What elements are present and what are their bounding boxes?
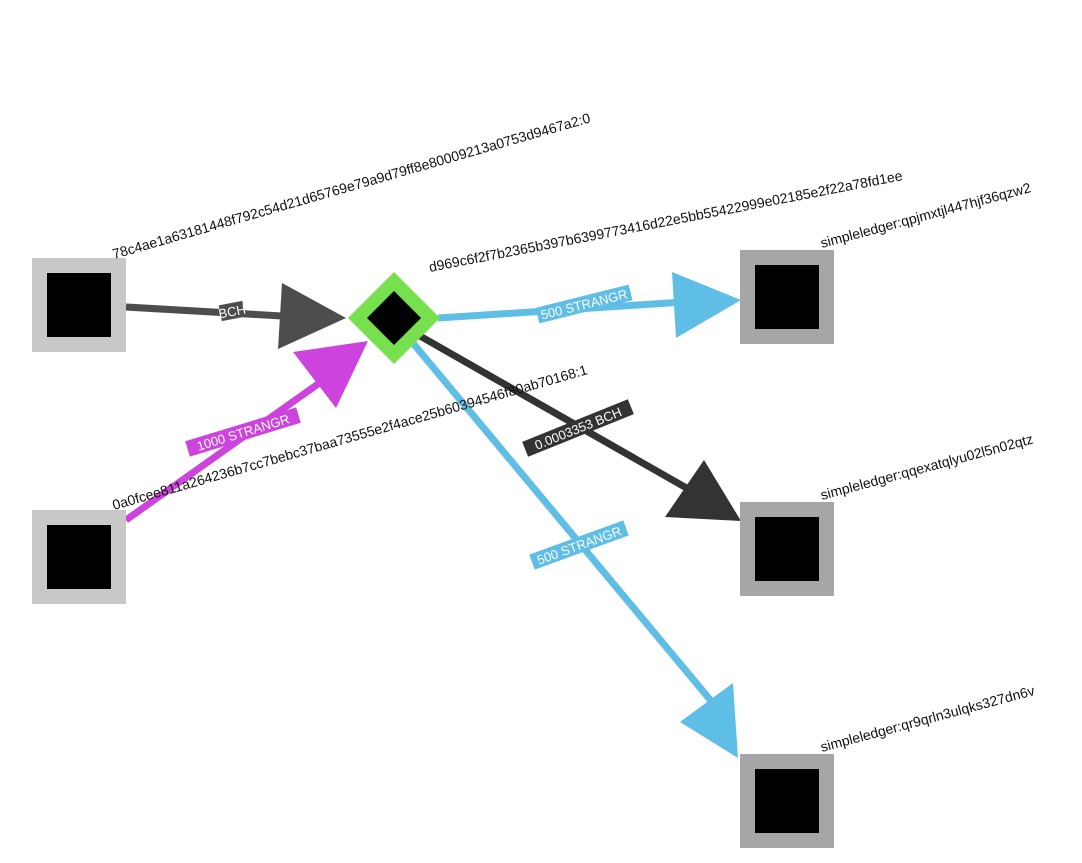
edge-label-background bbox=[529, 520, 629, 570]
edge-label-background bbox=[535, 284, 633, 324]
edge-line bbox=[409, 339, 725, 717]
output-address-label-2: simpleledger:qqexatqlyu02l5n02qtz bbox=[819, 431, 1035, 503]
input-utxo-label-2: 0a0fcee811a264236b7cc7bebc37baa73555e2f4… bbox=[110, 361, 589, 512]
output-address-node-3[interactable] bbox=[740, 754, 834, 848]
transaction-node[interactable] bbox=[348, 272, 440, 364]
edge-label: 500 STRANGR bbox=[535, 523, 624, 567]
edge-in-1[interactable]: BCH bbox=[125, 283, 346, 349]
edge-line bbox=[123, 381, 321, 523]
output-address-node-1[interactable] bbox=[740, 250, 834, 344]
edge-label-background bbox=[218, 300, 246, 322]
edge-label-background bbox=[185, 407, 301, 457]
edge-label-group: 500 STRANGR bbox=[529, 520, 629, 570]
input-utxo-node-2[interactable] bbox=[32, 510, 126, 604]
edge-label-background bbox=[522, 399, 634, 457]
edge-line bbox=[418, 332, 692, 494]
arrowhead-icon bbox=[293, 341, 368, 408]
edge-out-1[interactable]: 500 STRANGR bbox=[437, 272, 741, 338]
node-core bbox=[367, 291, 421, 345]
output-address-node-2[interactable] bbox=[740, 502, 834, 596]
input-utxo-node-1[interactable] bbox=[32, 258, 126, 352]
arrowhead-icon bbox=[278, 283, 346, 349]
edge-label: BCH bbox=[217, 302, 247, 322]
output-address-label-3: simpleledger:qr9qrln3ulqks327dn6v bbox=[819, 682, 1037, 755]
node-core bbox=[47, 273, 111, 337]
arrowhead-icon bbox=[665, 460, 741, 521]
node-core bbox=[755, 769, 819, 833]
arrowhead-icon bbox=[680, 683, 738, 758]
node-core bbox=[755, 517, 819, 581]
input-utxo-label-1: 78c4ae1a63181448f792c54d21d65769e79a9d79… bbox=[110, 110, 592, 262]
arrowhead-icon bbox=[672, 272, 741, 338]
node-core bbox=[47, 525, 111, 589]
node-core bbox=[755, 265, 819, 329]
edge-label: 1000 STRANGR bbox=[195, 411, 291, 453]
edge-label-group: BCH bbox=[217, 300, 247, 322]
edge-line bbox=[125, 303, 283, 320]
